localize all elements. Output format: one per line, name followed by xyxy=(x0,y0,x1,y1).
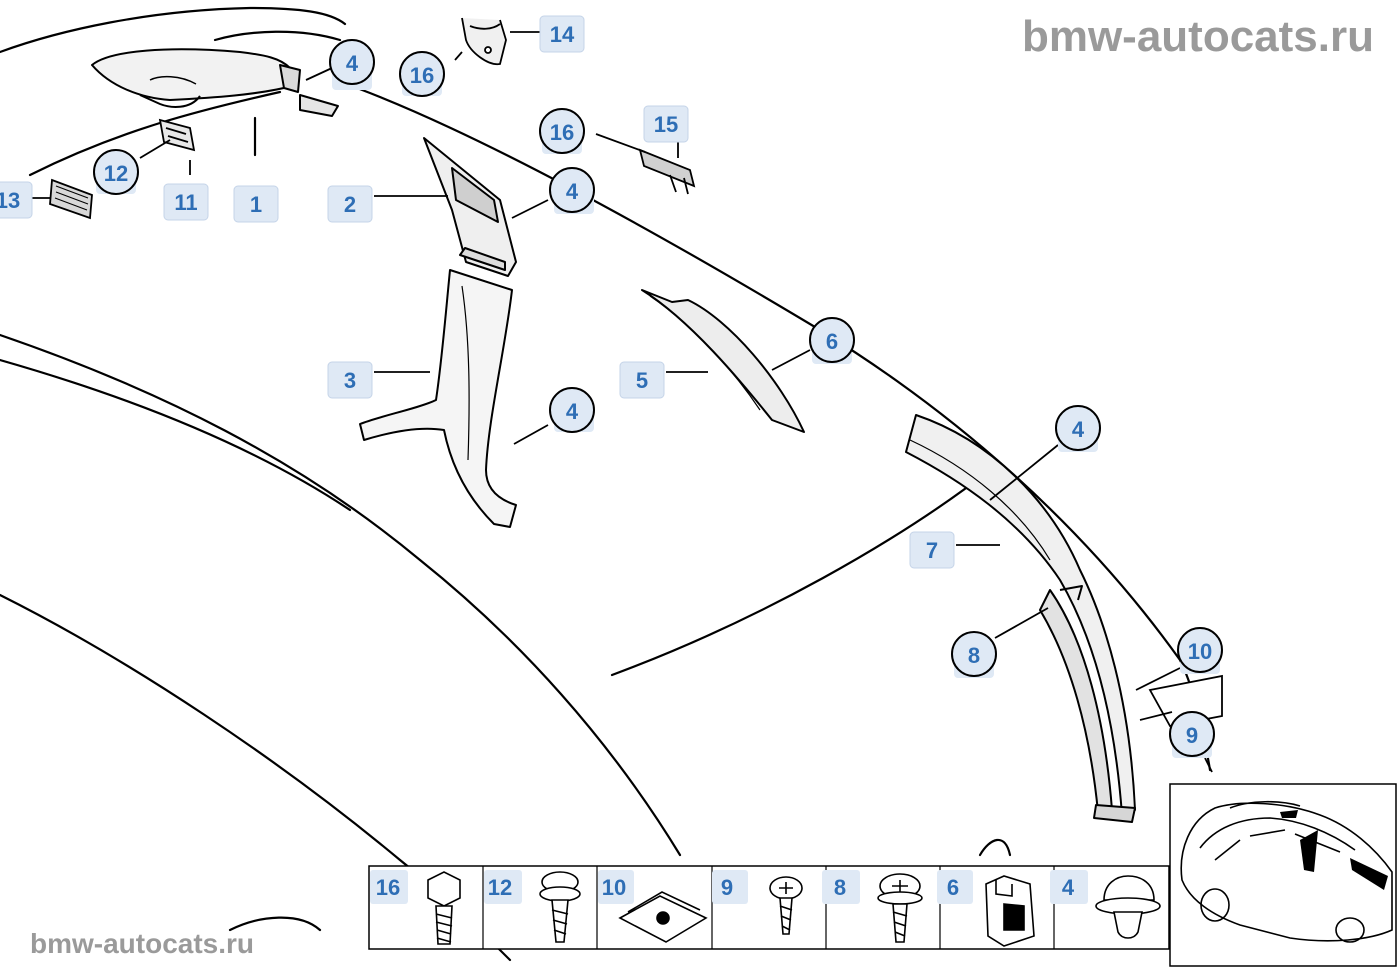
svg-text:6: 6 xyxy=(826,329,838,354)
callout-15[interactable]: 15 xyxy=(643,105,689,143)
svg-text:9: 9 xyxy=(1186,723,1198,748)
hardware-cell-10[interactable]: 10 xyxy=(598,870,708,943)
part-5-pillar-trim xyxy=(641,289,805,433)
svg-text:9: 9 xyxy=(721,875,733,900)
callout-10[interactable]: 10 xyxy=(1177,627,1223,674)
callout-11[interactable]: 11 xyxy=(163,183,209,221)
svg-text:15: 15 xyxy=(654,112,678,137)
callout-12[interactable]: 12 xyxy=(93,149,139,195)
svg-text:13: 13 xyxy=(0,188,20,213)
svg-text:7: 7 xyxy=(926,538,938,563)
part-3-b-pillar-lower-trim xyxy=(359,269,517,528)
pan-head-screw-icon xyxy=(769,876,803,935)
washer-screw-icon xyxy=(539,871,581,943)
clip-nut-icon xyxy=(985,875,1035,947)
hardware-cell-6[interactable]: 6 xyxy=(937,870,1035,947)
speed-nut-icon xyxy=(618,891,708,943)
svg-text:1: 1 xyxy=(250,192,262,217)
callout-2[interactable]: 2 xyxy=(327,185,373,223)
car-body-outline xyxy=(0,6,1212,962)
hardware-cell-4[interactable]: 4 xyxy=(1050,870,1161,939)
svg-text:11: 11 xyxy=(174,190,197,215)
svg-text:4: 4 xyxy=(346,51,359,76)
svg-text:12: 12 xyxy=(104,161,128,186)
callout-7[interactable]: 7 xyxy=(909,531,955,569)
svg-text:8: 8 xyxy=(834,875,846,900)
callout-4-b-pillar[interactable]: 4 xyxy=(549,167,595,214)
callout-5[interactable]: 5 xyxy=(619,361,665,399)
svg-text:4: 4 xyxy=(566,179,579,204)
svg-text:12: 12 xyxy=(488,875,512,900)
svg-text:6: 6 xyxy=(947,875,959,900)
svg-text:16: 16 xyxy=(550,120,574,145)
callout-4-right[interactable]: 4 xyxy=(1055,405,1101,452)
part-14-bracket xyxy=(461,17,507,65)
callout-4-lower[interactable]: 4 xyxy=(549,387,595,433)
callout-16-top[interactable]: 16 xyxy=(399,51,445,97)
callout-9[interactable]: 9 xyxy=(1169,711,1215,758)
part-1-trim-panel xyxy=(91,48,339,117)
part-2-b-pillar-upper-trim xyxy=(423,137,517,277)
part-13-vent-grille xyxy=(49,178,93,220)
svg-text:8: 8 xyxy=(968,643,980,668)
svg-text:4: 4 xyxy=(566,399,579,424)
hardware-cell-8[interactable]: 8 xyxy=(822,870,923,943)
svg-text:14: 14 xyxy=(550,22,575,47)
hardware-strip: 16 12 10 xyxy=(368,865,1170,950)
part-15-clip xyxy=(638,148,696,195)
svg-text:2: 2 xyxy=(344,192,356,217)
callout-3[interactable]: 3 xyxy=(327,361,373,399)
washer-screw-icon-2 xyxy=(877,873,923,943)
callout-14[interactable]: 14 xyxy=(539,15,585,53)
watermark-top: bmw-autocats.ru xyxy=(1021,12,1374,61)
leader-lines xyxy=(30,31,1213,773)
car-thumbnail xyxy=(1169,783,1397,967)
svg-text:4: 4 xyxy=(1072,417,1085,442)
hardware-cell-16[interactable]: 16 xyxy=(370,870,461,945)
svg-text:16: 16 xyxy=(376,875,400,900)
callout-8[interactable]: 8 xyxy=(951,631,997,678)
callout-13[interactable]: 13 xyxy=(0,181,33,219)
callout-16-mid[interactable]: 16 xyxy=(539,108,585,154)
svg-text:3: 3 xyxy=(344,368,356,393)
hardware-cell-12[interactable]: 12 xyxy=(484,870,581,943)
svg-text:5: 5 xyxy=(636,368,648,393)
expanding-rivet-icon xyxy=(1095,875,1161,939)
hex-bolt-icon xyxy=(427,871,461,945)
svg-text:10: 10 xyxy=(1188,639,1212,664)
callout-1[interactable]: 1 xyxy=(233,185,279,223)
callout-6[interactable]: 6 xyxy=(809,317,855,364)
svg-text:4: 4 xyxy=(1062,875,1075,900)
part-11-bracket xyxy=(158,118,196,175)
hardware-cell-9[interactable]: 9 xyxy=(712,870,803,935)
watermark-bottom: bmw-autocats.ru xyxy=(30,928,255,959)
svg-text:10: 10 xyxy=(602,875,626,900)
svg-text:16: 16 xyxy=(410,63,434,88)
callout-4-top[interactable]: 4 xyxy=(329,39,375,90)
part-7-rear-pillar-trim xyxy=(905,414,1136,823)
